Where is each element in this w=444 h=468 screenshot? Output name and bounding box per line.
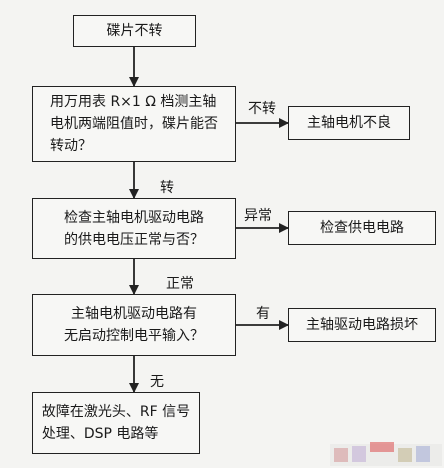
result3-box: 主轴驱动电路损坏 [288,308,436,342]
result2-text: 检查供电电路 [320,220,404,236]
step1-line1: 用万用表 R×1 Ω 档测主轴 [50,94,217,110]
step4-box: 故障在激光头、RF 信号 处理、DSP 电路等 [32,392,200,454]
step2-box: 检查主轴电机驱动电路 的供电电压正常与否？ [32,198,236,259]
step2-line2: 的供电电压正常与否？ [64,231,204,248]
result1-box: 主轴电机不良 [288,106,410,140]
step2-normal-label: 正常 [166,276,194,292]
step4-line2: 处理、DSP 电路等 [41,426,159,442]
result2-box: 检查供电电路 [288,211,436,245]
step3-no-label: 无 [150,374,164,390]
result3-text: 主轴驱动电路损坏 [306,317,418,333]
step4-line1: 故障在激光头、RF 信号 [41,404,191,420]
start-text: 碟片不转 [106,23,163,39]
step1-line3: 转动？ [50,138,92,154]
step1-line2: 电机两端阻值时，碟片能否 [50,116,218,132]
step3-yes-label: 有 [256,306,270,322]
step3-line1: 主轴电机驱动电路有 [71,306,197,322]
start-box: 碟片不转 [73,15,196,47]
step1-box: 用万用表 R×1 Ω 档测主轴 电机两端阻值时，碟片能否 转动？ [32,86,236,162]
step1-yes-label: 转 [160,180,174,196]
result1-text: 主轴电机不良 [307,115,391,131]
step2-line1: 检查主轴电机驱动电路 [64,209,204,226]
step2-abnormal-label: 异常 [244,208,272,224]
step3-line2: 无启动控制电平输入？ [64,328,204,344]
step1-no-label: 不转 [248,101,276,117]
site-watermark-logo [330,442,442,466]
step3-box: 主轴电机驱动电路有 无启动控制电平输入？ [32,294,236,356]
